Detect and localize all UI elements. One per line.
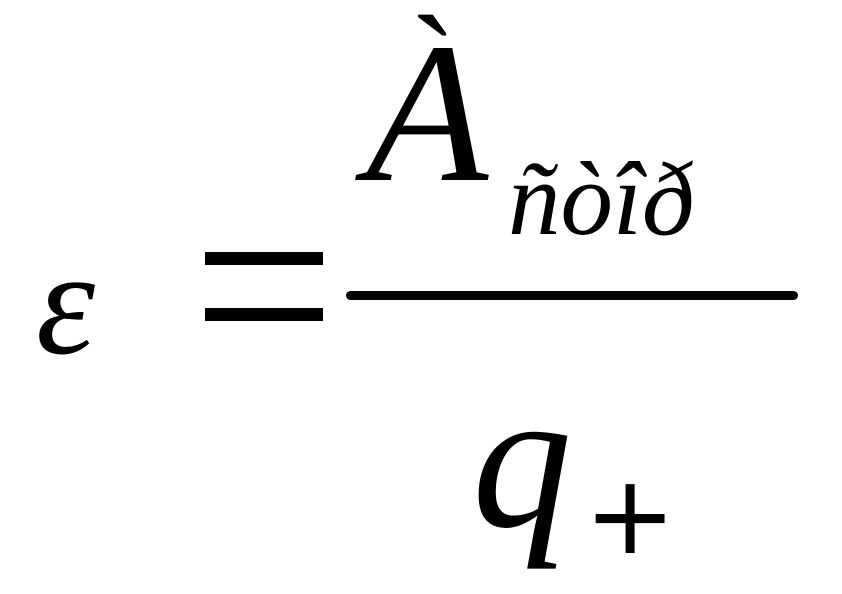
numerator-main: A bbox=[366, 3, 489, 224]
equals-bar-bottom bbox=[205, 308, 323, 321]
epsilon-symbol: ε bbox=[36, 220, 96, 386]
numerator-accent: ` bbox=[410, 0, 457, 143]
equals-bar-top bbox=[205, 252, 323, 265]
denominator-subscript: + bbox=[584, 451, 677, 579]
denominator-main: q bbox=[472, 349, 572, 570]
equals-sign bbox=[205, 252, 323, 322]
numerator-symbol: A bbox=[366, 14, 488, 214]
fraction-bar bbox=[346, 291, 798, 300]
numerator-subscript: ñòîð bbox=[508, 140, 695, 257]
